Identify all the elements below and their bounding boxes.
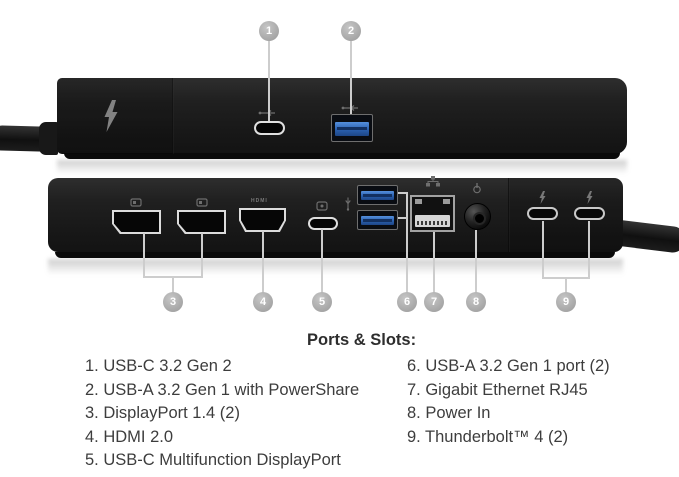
callout-8-label: 8: [472, 296, 480, 308]
callout-1: 1: [259, 21, 279, 41]
bracket-9-stem: [565, 277, 567, 293]
thunderbolt-logo-icon: [104, 100, 118, 132]
bracket-6-bottom: [398, 217, 408, 219]
usb-ss-icon: [345, 197, 351, 211]
legend-item-1: 1. USB-C 3.2 Gen 2: [85, 357, 232, 375]
bracket-3-left: [143, 233, 145, 276]
usb-a-slot: [337, 126, 367, 130]
leader-line-4: [262, 231, 264, 293]
leader-line-2: [350, 40, 352, 114]
displayport-port-2-inner: [179, 212, 224, 232]
callout-6: 6: [397, 292, 417, 312]
power-icon: [473, 183, 481, 194]
usb-a-slot: [363, 219, 392, 223]
callout-5: 5: [312, 292, 332, 312]
displayport-port-1: [112, 210, 161, 234]
legend-item-6: 6. USB-A 3.2 Gen 1 port (2): [407, 357, 610, 375]
leader-line-7: [433, 232, 435, 293]
legend-item-3: 3. DisplayPort 1.4 (2): [85, 404, 240, 423]
rj45-tab: [415, 199, 422, 204]
power-in-port: [464, 203, 491, 230]
callout-7: 7: [424, 292, 444, 312]
legend-right-column: 6. USB-A 3.2 Gen 1 port (2) 7. Gigabit E…: [407, 355, 610, 449]
hdmi-port-inner: [241, 210, 284, 230]
front-reflection: [57, 160, 627, 174]
thunderbolt-icon: [586, 191, 593, 204]
thunderbolt-port-1: [527, 207, 558, 220]
legend-item-2: 2. USB-A 3.2 Gen 1 with PowerShare: [85, 380, 360, 399]
leader-line-5: [321, 229, 323, 293]
hdmi-label: HDMI: [251, 198, 268, 204]
displayport-port-2: [177, 210, 226, 234]
ethernet-icon: [426, 176, 440, 187]
displayport-icon: [130, 198, 142, 207]
thunderbolt-port-2: [574, 207, 605, 220]
ethernet-rj45-port: [410, 195, 455, 232]
bracket-9-right: [588, 221, 590, 277]
displayport-icon: [196, 198, 208, 207]
bracket-3-stem: [172, 276, 174, 293]
bracket-3-right: [201, 233, 203, 276]
front-seam: [172, 78, 174, 154]
legend-item-9: 9. Thunderbolt™ 4 (2): [407, 427, 569, 446]
leader-line-1: [268, 40, 270, 121]
bracket-9-left: [542, 221, 544, 277]
callout-2: 2: [341, 21, 361, 41]
callout-9-label: 9: [562, 296, 570, 308]
callout-7-label: 7: [430, 296, 438, 308]
callout-6-label: 6: [403, 296, 411, 308]
usb-c-port-front: [254, 121, 285, 135]
rj45-pins: [417, 221, 448, 225]
power-in-pin: [473, 212, 486, 225]
hdmi-port: [239, 208, 286, 232]
rj45-tab: [443, 199, 450, 204]
callout-8: 8: [466, 292, 486, 312]
legend-item-8: 8. Power In: [407, 404, 491, 423]
callout-4: 4: [253, 292, 273, 312]
usb-a-port-rear-bottom: [357, 210, 398, 230]
usb-a-port-rear-top: [357, 185, 398, 205]
rear-right-panel: [508, 178, 623, 252]
callout-5-label: 5: [318, 296, 326, 308]
cable-strain-relief: [39, 122, 58, 155]
usb-c-port-rear: [308, 217, 338, 230]
front-base: [64, 153, 620, 159]
callout-2-label: 2: [347, 25, 355, 37]
callout-4-label: 4: [259, 296, 267, 308]
legend-left-column: 1. USB-C 3.2 Gen 2 2. USB-A 3.2 Gen 1 wi…: [85, 355, 359, 473]
legend-item-4: 4. HDMI 2.0: [85, 427, 174, 446]
rear-base: [55, 252, 615, 258]
leader-line-8: [475, 230, 477, 293]
bracket-6-top: [398, 192, 408, 194]
rear-reflection: [48, 259, 623, 275]
host-cable-right: [618, 220, 679, 254]
rj45-lower: [415, 215, 450, 227]
bracket-6-stem: [406, 192, 408, 293]
legend-item-5: 5. USB-C Multifunction DisplayPort: [85, 451, 341, 470]
callout-3: 3: [163, 292, 183, 312]
rear-seam: [508, 178, 510, 252]
displayport-port-1-inner: [114, 212, 159, 232]
callout-9: 9: [556, 292, 576, 312]
legend-title: Ports & Slots:: [307, 331, 417, 349]
callout-3-label: 3: [169, 296, 177, 308]
usb-c-dp-icon: [316, 201, 328, 211]
usb-a-slot: [363, 194, 392, 198]
legend-item-7: 7. Gigabit Ethernet RJ45: [407, 380, 588, 399]
thunderbolt-icon: [539, 191, 546, 204]
callout-1-label: 1: [265, 25, 273, 37]
usb-a-port-front: [331, 114, 373, 142]
